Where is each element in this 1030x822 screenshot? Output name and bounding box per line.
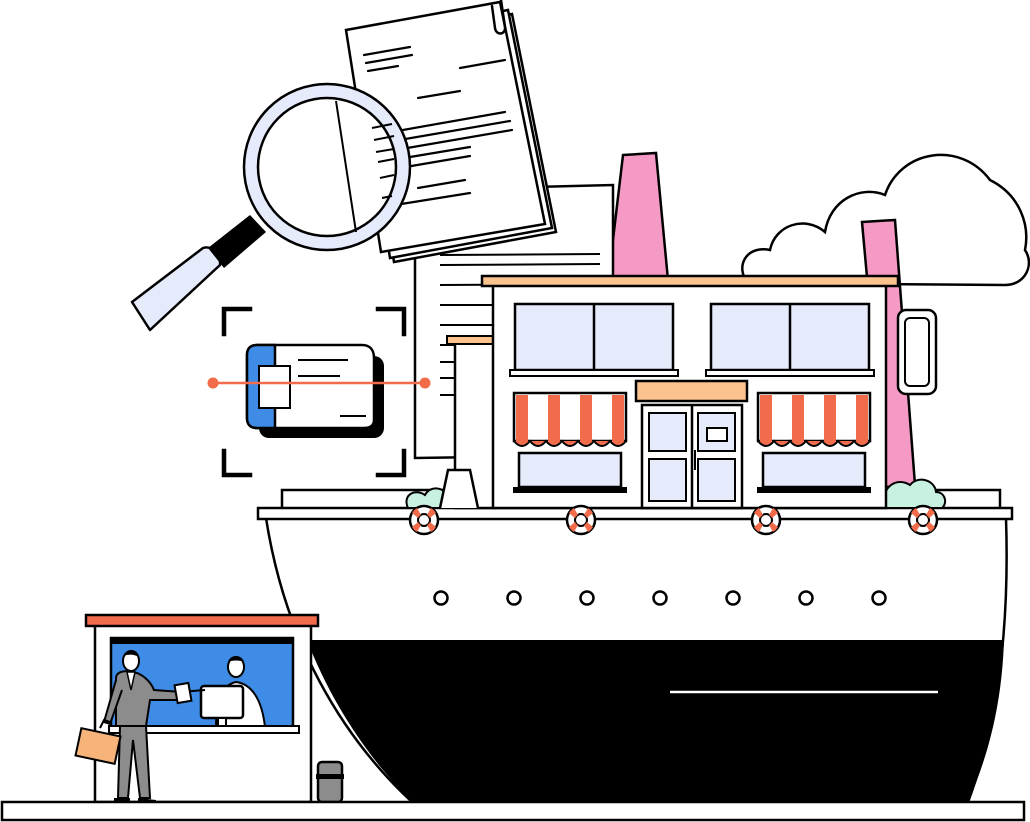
magnifying-glass-icon xyxy=(130,82,412,332)
ship-sign xyxy=(896,308,938,396)
bollard-icon xyxy=(316,760,344,804)
briefcase-icon xyxy=(74,718,122,766)
clerk-figure xyxy=(179,656,267,728)
life-ring-icon xyxy=(565,504,597,536)
paperclip-icon xyxy=(490,0,507,35)
id-card-scan-icon xyxy=(207,306,431,478)
life-ring-icon xyxy=(907,504,939,536)
easel-sign xyxy=(438,468,480,509)
smokestack-icon xyxy=(606,151,670,284)
portholes xyxy=(433,590,887,606)
businessman-figure xyxy=(74,650,193,803)
awning-right xyxy=(756,391,872,493)
storefront-icon xyxy=(446,274,900,510)
awning-left xyxy=(512,391,628,493)
life-ring-icon xyxy=(750,504,782,536)
dock-ground xyxy=(0,800,1026,822)
life-ring-icon xyxy=(408,504,440,536)
ship-icon xyxy=(256,488,1014,804)
